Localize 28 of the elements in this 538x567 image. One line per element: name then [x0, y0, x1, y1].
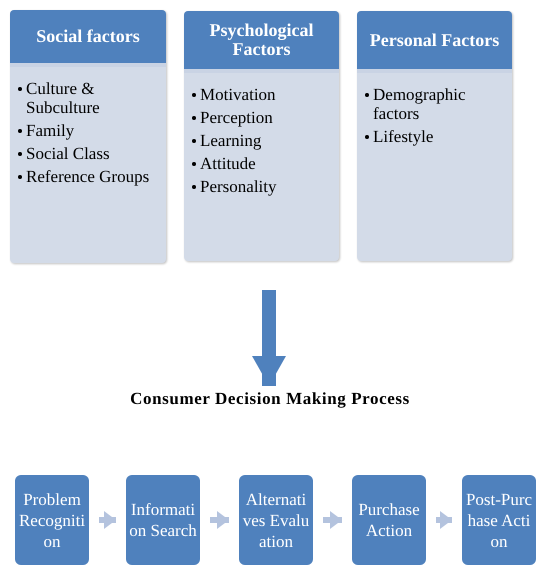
card-heading: Personal Factors: [370, 30, 500, 50]
bullet-text: Social Class: [26, 144, 110, 163]
bullet-text: Culture & Subculture: [26, 79, 101, 117]
factor-card: [357, 11, 512, 261]
process-step-box: Purchase Action: [352, 475, 426, 565]
bullet-text: Perception: [200, 108, 273, 127]
bullet-text: Learning: [200, 131, 262, 150]
bullet-text: Personality: [200, 177, 276, 196]
bullet-text: Motivation: [200, 85, 276, 104]
card-heading: Social factors: [36, 27, 140, 46]
process-step-box: Problem Recognition: [15, 475, 89, 565]
down-arrow: [252, 290, 286, 386]
bullet-text: Reference Groups: [26, 167, 150, 186]
arrow: [323, 511, 342, 529]
bullet-text: Demographic factors: [373, 85, 467, 123]
process-step-box: Information Search: [126, 475, 200, 565]
bullet-text: Attitude: [200, 154, 256, 173]
factor-card: [184, 11, 339, 261]
process-title: Consumer Decision Making Process: [60, 386, 480, 412]
arrow: [99, 511, 116, 529]
process-step-box: Post-Purchase Action: [462, 475, 536, 565]
arrow: [436, 511, 452, 529]
bullet-text: Family: [26, 121, 74, 140]
process-step-box: Alternatives Evaluation: [239, 475, 313, 565]
card-heading: Psychological Factors: [208, 21, 314, 59]
factor-card: [10, 10, 166, 263]
arrow: [210, 511, 229, 529]
bullet-text: Lifestyle: [373, 127, 434, 146]
